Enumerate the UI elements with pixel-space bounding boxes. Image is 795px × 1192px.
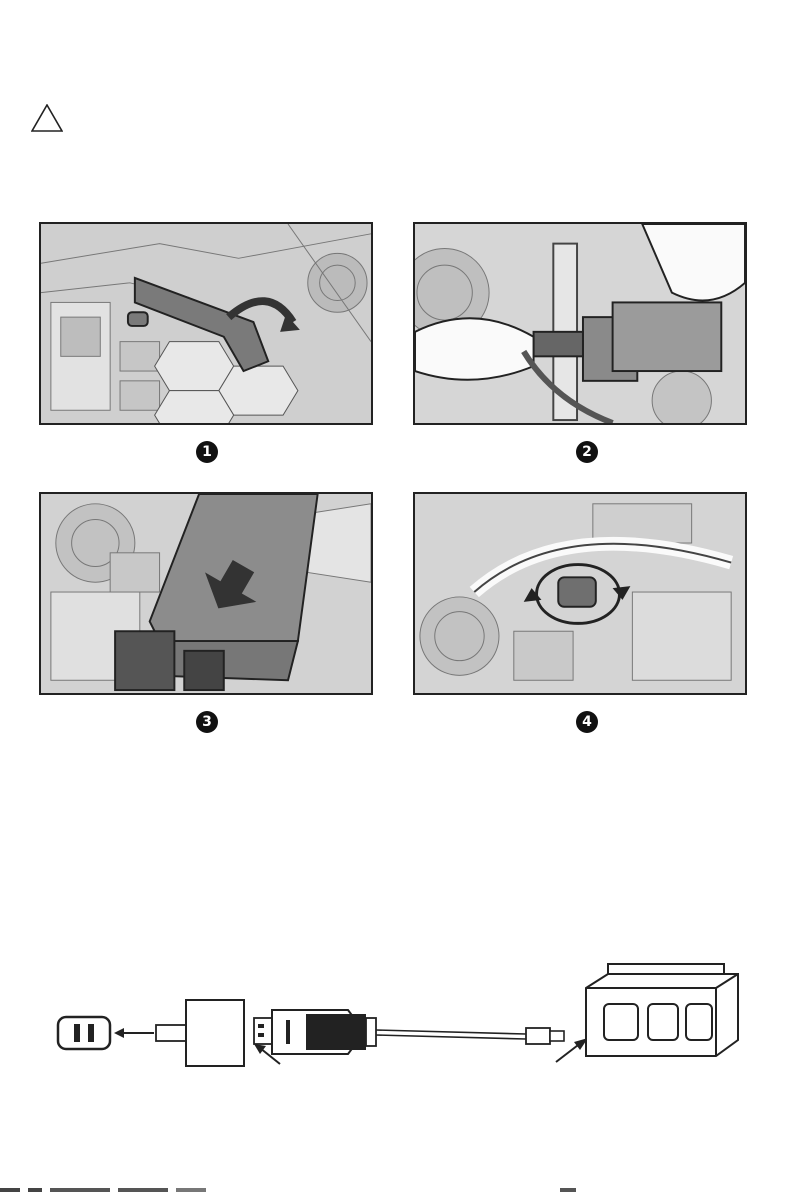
usb-charger-icon (254, 1010, 376, 1054)
page-edge-strip (0, 1186, 795, 1192)
step-number-badge: 2 (576, 441, 598, 463)
battery-pack-icon (586, 964, 738, 1056)
step-3-illustration (39, 492, 373, 695)
step-number-badge: 1 (196, 441, 218, 463)
power-adapter-icon (156, 1000, 244, 1066)
step-4-illustration (413, 492, 747, 695)
step-2-illustration (413, 222, 747, 425)
step-number-badge: 4 (576, 711, 598, 733)
charging-connection-diagram (48, 962, 748, 1072)
wall-outlet-icon (58, 1017, 110, 1049)
warning-triangle-icon (31, 104, 63, 132)
step-number-badge: 3 (196, 711, 218, 733)
step-1-illustration (39, 222, 373, 425)
